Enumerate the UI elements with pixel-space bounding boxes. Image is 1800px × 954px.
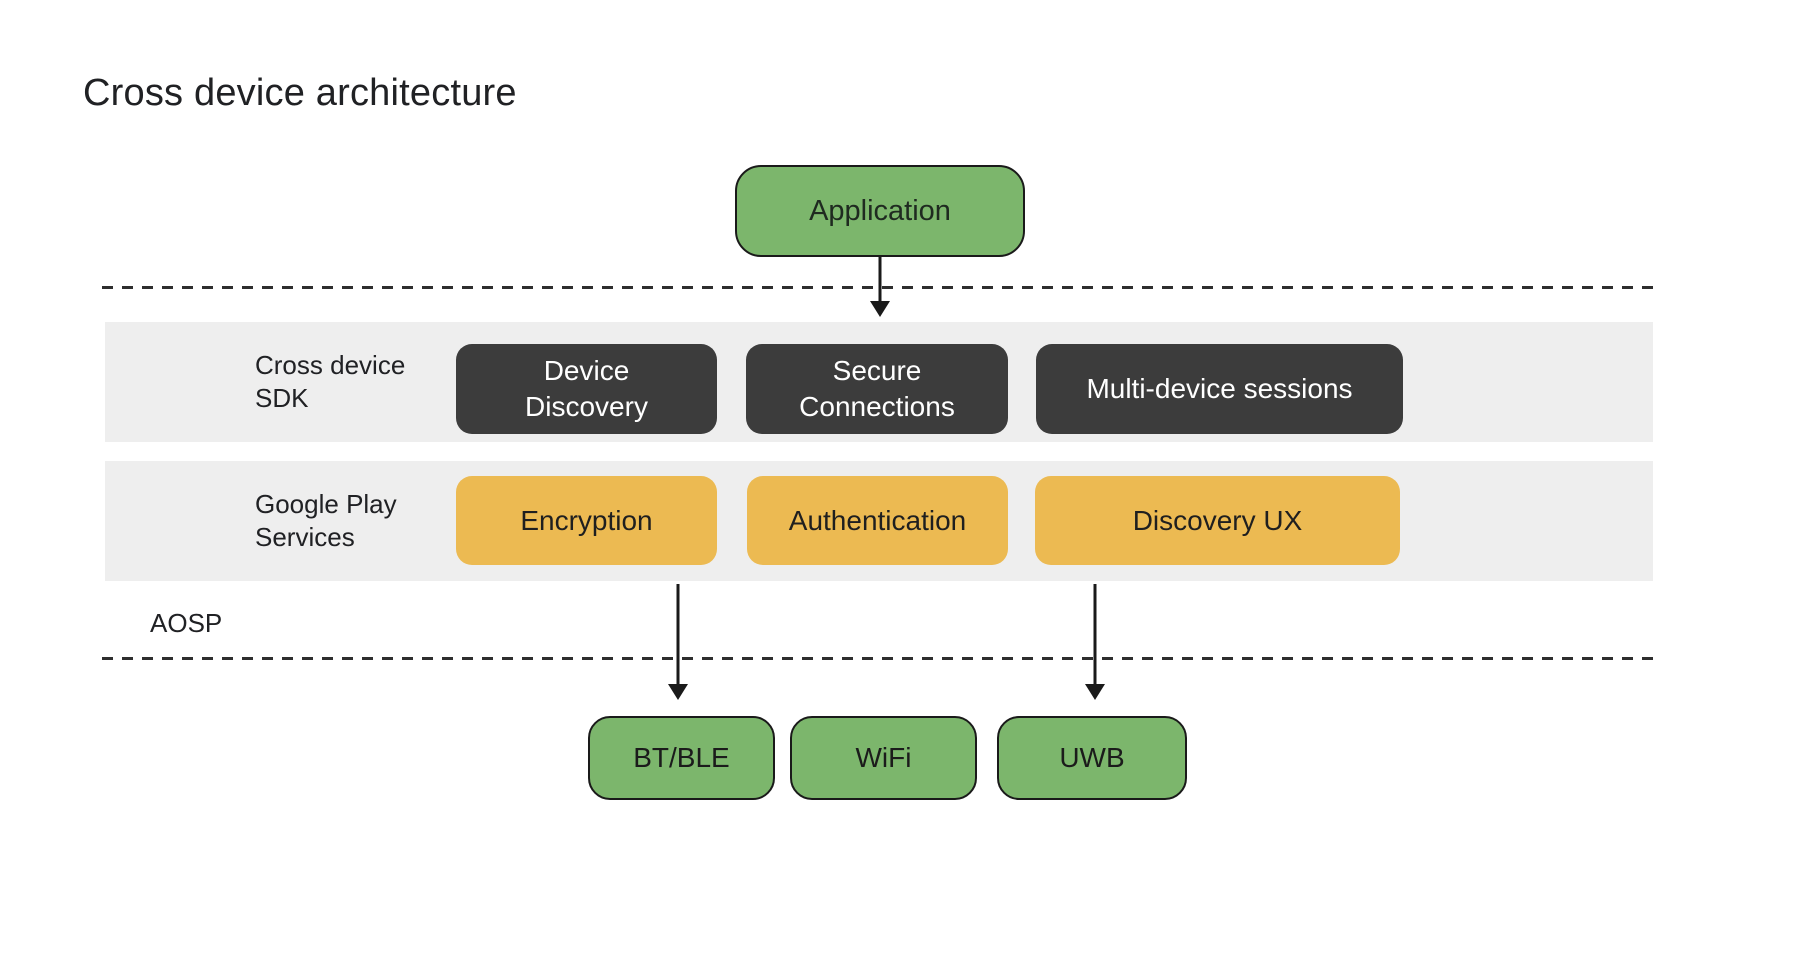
box-label-line: Connections	[799, 391, 955, 422]
box-label-line: Multi-device sessions	[1086, 373, 1353, 404]
page-title: Cross device architecture	[83, 72, 517, 114]
sdk-box-secure-connections: Secure Connections	[746, 344, 1008, 434]
band-label-line: Google Play	[255, 489, 397, 519]
transport-box-btble: BT/BLE	[588, 716, 775, 800]
box-label-line: BT/BLE	[633, 742, 730, 773]
arrow-application-to-sdk	[869, 257, 891, 317]
box-label-line: Discovery	[525, 391, 648, 422]
transport-box-wifi: WiFi	[790, 716, 977, 800]
arrow-shaft	[676, 584, 680, 686]
application-box-label: Application	[809, 194, 951, 227]
box-label-line: Discovery UX	[1132, 504, 1303, 536]
box-label-line: Authentication	[788, 504, 967, 536]
sdk-box-multi-device-sessions: Multi-device sessions	[1036, 344, 1403, 434]
arrow-head-icon	[1085, 684, 1105, 700]
arrow-gps-to-btble	[667, 584, 689, 700]
dashed-separator-top	[102, 286, 1657, 289]
application-box: Application	[735, 165, 1025, 257]
arrow-head-icon	[870, 301, 890, 317]
aosp-label: AOSP	[150, 608, 223, 638]
sdk-box-device-discovery: Device Discovery	[456, 344, 717, 434]
arrow-gps-to-uwb	[1084, 584, 1106, 700]
box-label-line: WiFi	[855, 742, 912, 773]
gps-box-authentication: Authentication	[747, 476, 1008, 565]
box-label-line: Device	[543, 355, 630, 386]
arrow-shaft	[878, 257, 882, 303]
band-label-line: Services	[255, 522, 355, 552]
band-label-line: SDK	[255, 383, 309, 413]
dashed-separator-bottom	[102, 657, 1657, 660]
band-label-google-play-services: Google Play Services	[255, 488, 397, 554]
box-label-line: UWB	[1059, 742, 1125, 773]
arrow-head-icon	[668, 684, 688, 700]
box-label-line: Secure	[832, 355, 922, 386]
gps-box-encryption: Encryption	[456, 476, 717, 565]
transport-box-uwb: UWB	[997, 716, 1187, 800]
band-label-cross-device-sdk: Cross device SDK	[255, 349, 405, 415]
arrow-shaft	[1093, 584, 1097, 686]
band-label-line: Cross device	[255, 350, 406, 380]
gps-box-discovery-ux: Discovery UX	[1035, 476, 1400, 565]
box-label-line: Encryption	[520, 504, 653, 536]
